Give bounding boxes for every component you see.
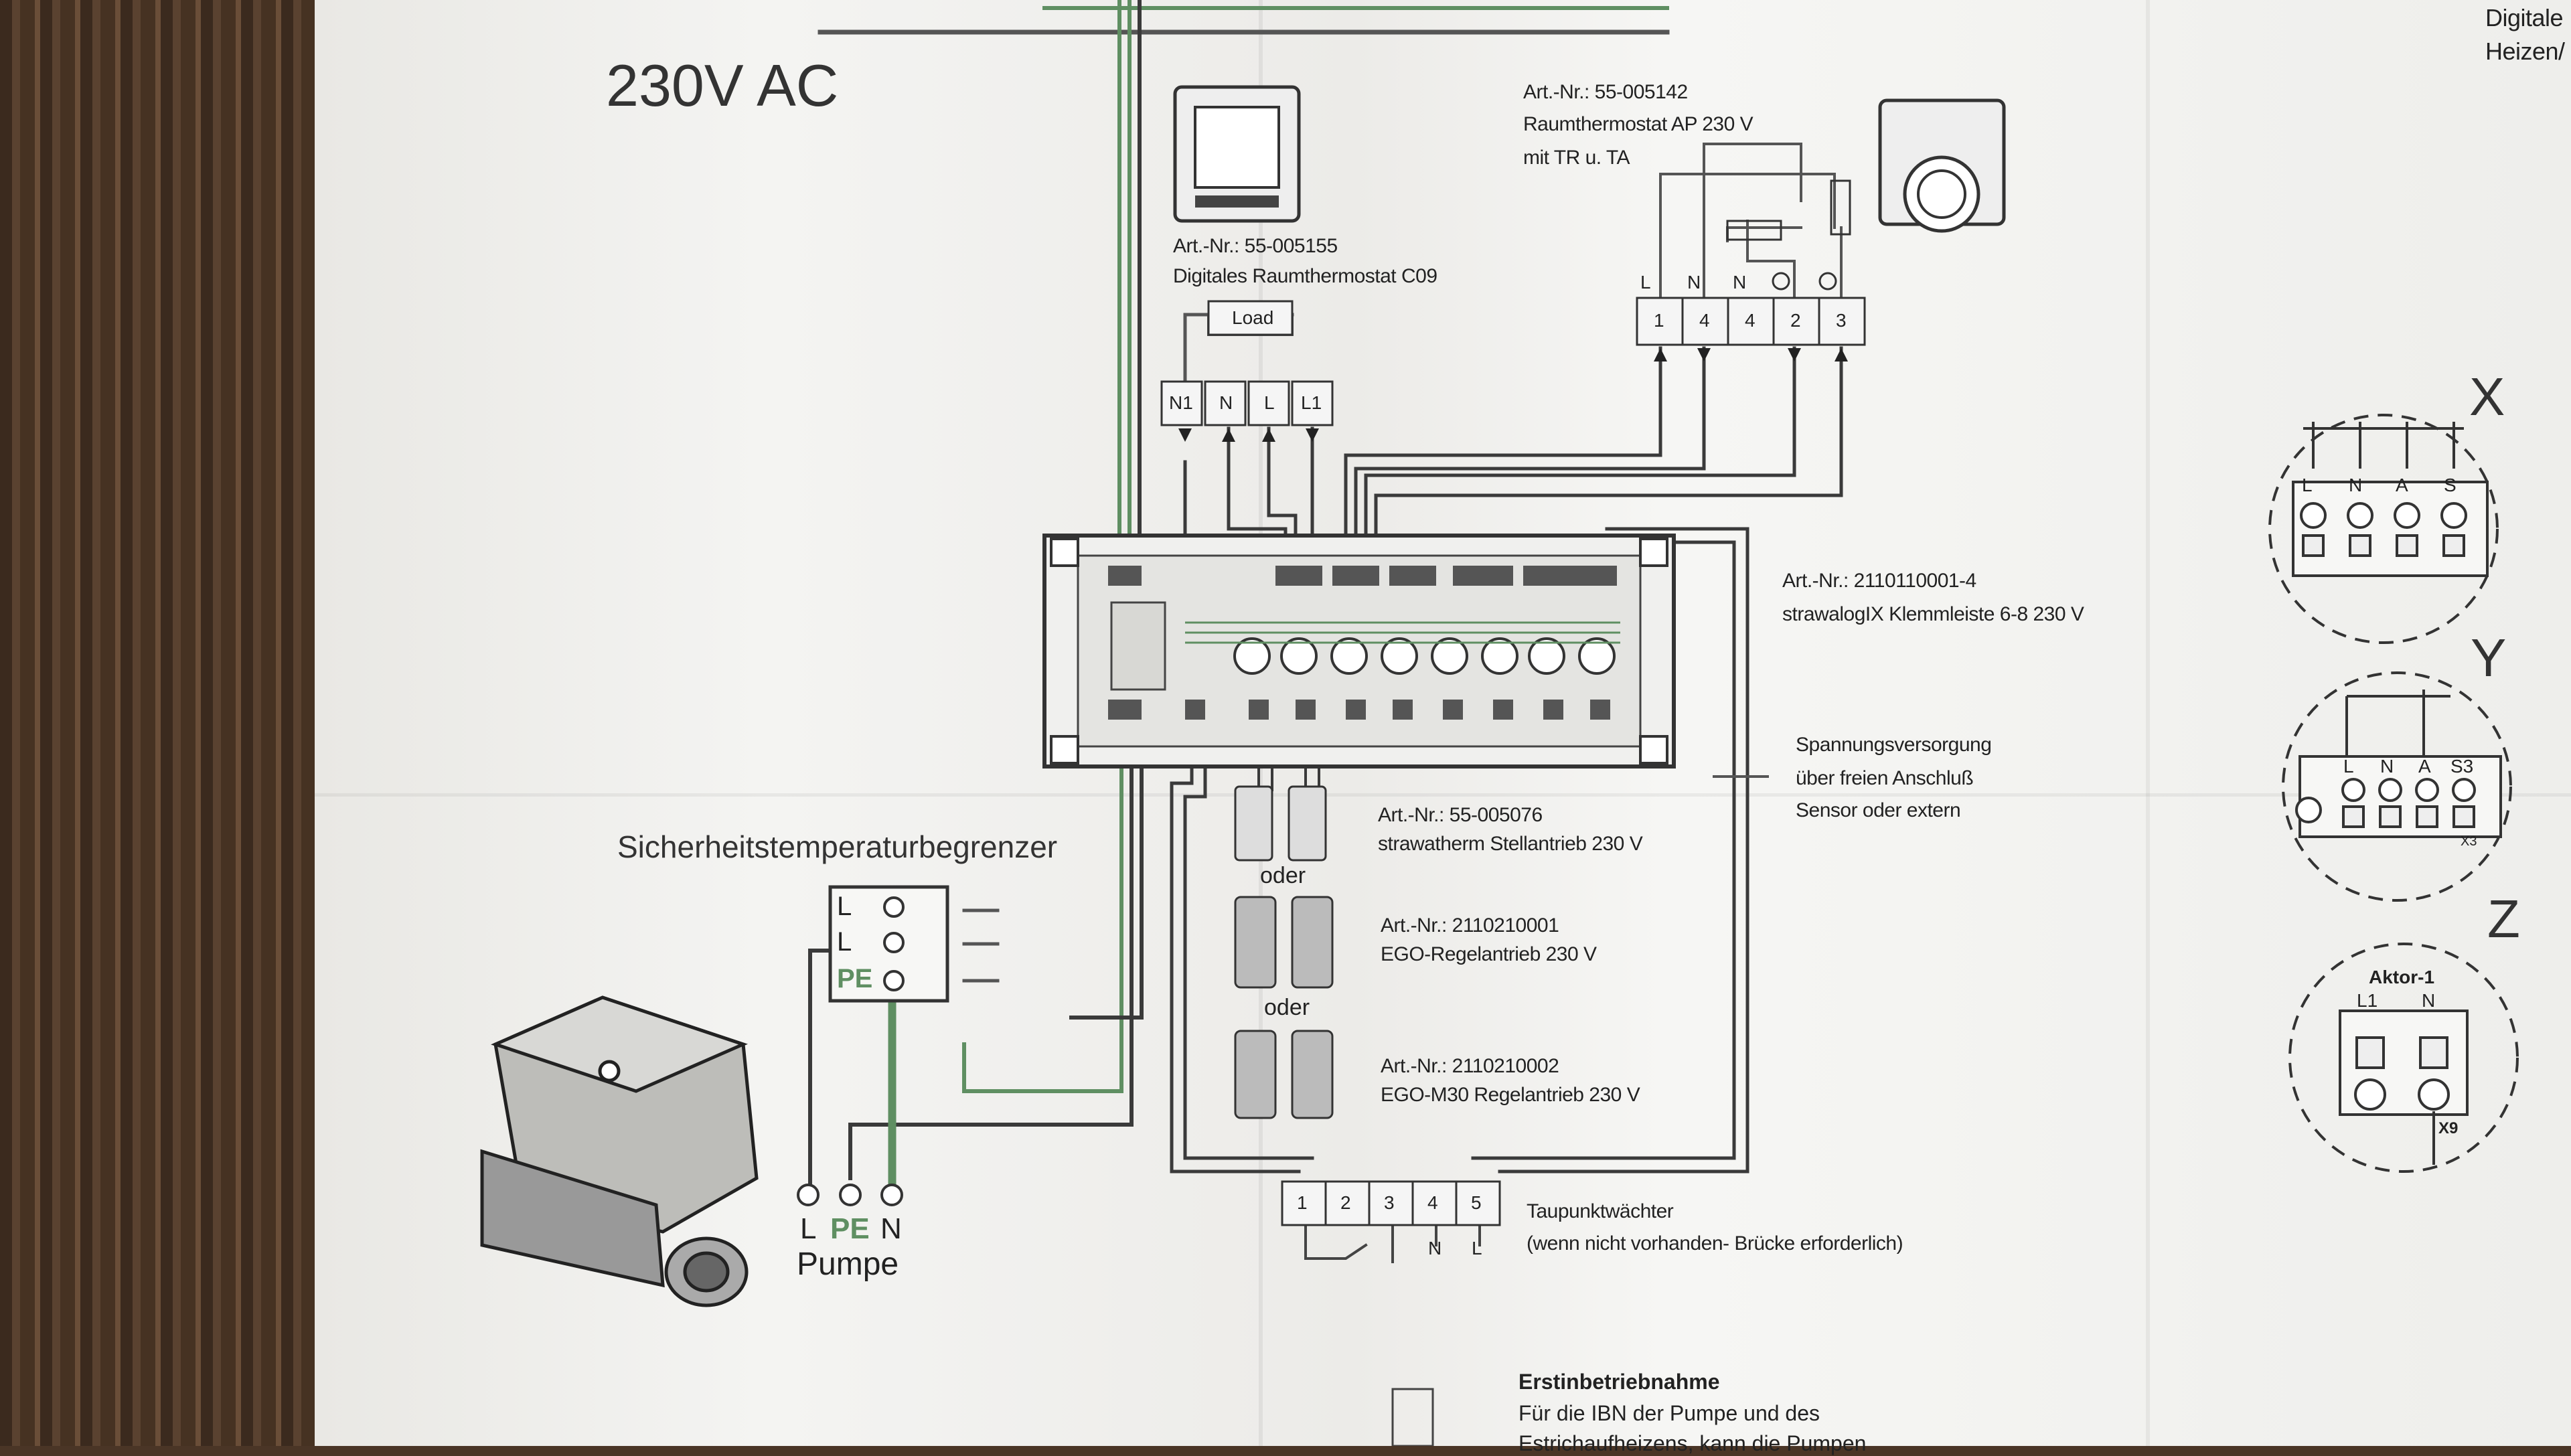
corner-text-line1: Digitale (2485, 4, 2564, 31)
variant-x-terminal-a: A (2396, 475, 2408, 495)
dew-bottom-l: L (1472, 1238, 1482, 1259)
variant-x-terminal-n: N (2349, 475, 2363, 495)
or-label-1: oder (1260, 863, 1306, 888)
variant-y-tag: X3 (2461, 834, 2477, 849)
variant-z-tag: X9 (2438, 1119, 2459, 1137)
digital-terminal-n1: N1 (1169, 392, 1193, 413)
pump-terminal-pe: PE (830, 1212, 870, 1245)
dew-bottom-n: N (1428, 1238, 1442, 1259)
dew-terminal-3: 3 (1384, 1192, 1395, 1213)
actuator-ego-m30 (1234, 1030, 1334, 1119)
ap-terminal-4a: 4 (1699, 310, 1710, 331)
actuator-3-name: EGO-M30 Regelantrieb 230 V (1381, 1084, 1640, 1106)
ap-thermostat-subtitle: mit TR u. TA (1523, 147, 1630, 169)
dew-terminal-2: 2 (1340, 1192, 1351, 1213)
variant-y-circle (2282, 671, 2512, 902)
power-note-line3: Sensor oder extern (1796, 799, 1961, 821)
dew-point-terminal-block (1281, 1180, 1501, 1226)
variant-x-terminal-l: L (2302, 475, 2313, 495)
actuator-1-name: strawatherm Stellantrieb 230 V (1378, 833, 1643, 855)
safety-terminal-pe: PE (837, 964, 873, 993)
dew-terminal-5: 5 (1471, 1192, 1482, 1213)
variant-z-circle (2288, 943, 2519, 1173)
terminal-strip-board (1042, 534, 1676, 769)
variant-y-terminal-n: N (2380, 756, 2394, 777)
digital-terminal-l: L (1264, 392, 1275, 413)
ap-top-label-n2: N (1733, 272, 1747, 293)
wood-table-background (0, 0, 315, 1446)
ap-terminal-4b: 4 (1745, 310, 1756, 331)
actuator-2-article: Art.-Nr.: 2110210001 (1381, 914, 1559, 937)
variant-z-terminal-l1: L1 (2357, 990, 2378, 1011)
ap-thermostat-article: Art.-Nr.: 55-005142 (1523, 81, 1688, 103)
actuator-ego (1234, 896, 1334, 989)
commissioning-line1: Für die IBN der Pumpe und des (1518, 1401, 1820, 1425)
corner-text-line2: Heizen/ (2485, 37, 2565, 65)
actuator-3-article: Art.-Nr.: 2110210002 (1381, 1055, 1559, 1077)
pump-label: Pumpe (797, 1246, 899, 1282)
dew-point-note: (wenn nicht vorhanden- Brücke erforderli… (1527, 1232, 1903, 1255)
actuator-stellantrieb (1234, 785, 1327, 862)
dew-terminal-4: 4 (1427, 1192, 1438, 1213)
ap-thermostat-name: Raumthermostat AP 230 V (1523, 113, 1754, 135)
digital-terminal-l1: L1 (1301, 392, 1322, 413)
pump-terminals (797, 1184, 903, 1206)
paper-fold-horizontal (315, 793, 2571, 797)
voltage-title: 230V AC (606, 52, 839, 118)
safety-terminal-l1: L (837, 892, 852, 921)
dew-terminal-1: 1 (1297, 1192, 1308, 1213)
or-label-2: oder (1264, 995, 1310, 1020)
pump-terminal-l: L (800, 1212, 817, 1245)
digital-terminal-n: N (1219, 392, 1233, 413)
commissioning-heading: Erstinbetriebnahme (1518, 1370, 1720, 1394)
pump-illustration (480, 995, 759, 1307)
ap-terminal-2: 2 (1790, 310, 1801, 331)
pump-terminal-n: N (880, 1212, 902, 1245)
digital-thermostat-article: Art.-Nr.: 55-005155 (1173, 235, 1338, 257)
power-note-line1: Spannungsversorgung (1796, 734, 1992, 756)
paper-fold-vertical-right (2146, 0, 2150, 1446)
safety-limiter-title: Sicherheitstemperaturbegrenzer (617, 829, 1058, 864)
ap-top-label-l: L (1640, 272, 1651, 293)
variant-y-terminal-l: L (2343, 756, 2354, 777)
ap-thermostat-terminal-block (1636, 297, 1866, 346)
variant-x-letter: X (2469, 367, 2505, 426)
load-box (1207, 300, 1294, 336)
dew-point-name: Taupunktwächter (1527, 1200, 1674, 1222)
terminal-strip-name: strawalogIX Klemmleiste 6-8 230 V (1782, 603, 2084, 625)
variant-y-terminal-a: A (2418, 756, 2431, 777)
digital-thermostat-terminal-block (1160, 380, 1334, 426)
commissioning-line2: Estrichaufheizens, kann die Pumpen (1518, 1431, 1867, 1455)
ap-terminal-3: 3 (1836, 310, 1847, 331)
variant-z-title: Aktor-1 (2369, 967, 2435, 987)
ap-terminal-1: 1 (1654, 310, 1664, 331)
actuator-2-name: EGO-Regelantrieb 230 V (1381, 943, 1597, 965)
load-label: Load (1232, 307, 1274, 328)
variant-y-letter: Y (2471, 628, 2507, 687)
safety-terminal-l2: L (837, 927, 852, 957)
variant-y-terminal-s3: S3 (2450, 756, 2474, 777)
variant-x-terminal-s: S (2444, 475, 2457, 495)
actuator-1-article: Art.-Nr.: 55-005076 (1378, 804, 1543, 826)
terminal-strip-article: Art.-Nr.: 2110110001-4 (1782, 570, 1976, 592)
power-note-line2: über freien Anschluß (1796, 767, 1974, 789)
variant-x-circle (2268, 414, 2499, 644)
variant-z-letter: Z (2487, 889, 2520, 949)
ap-top-label-n1: N (1687, 272, 1701, 293)
digital-thermostat-name: Digitales Raumthermostat C09 (1173, 265, 1437, 287)
variant-z-terminal-n: N (2422, 990, 2436, 1011)
